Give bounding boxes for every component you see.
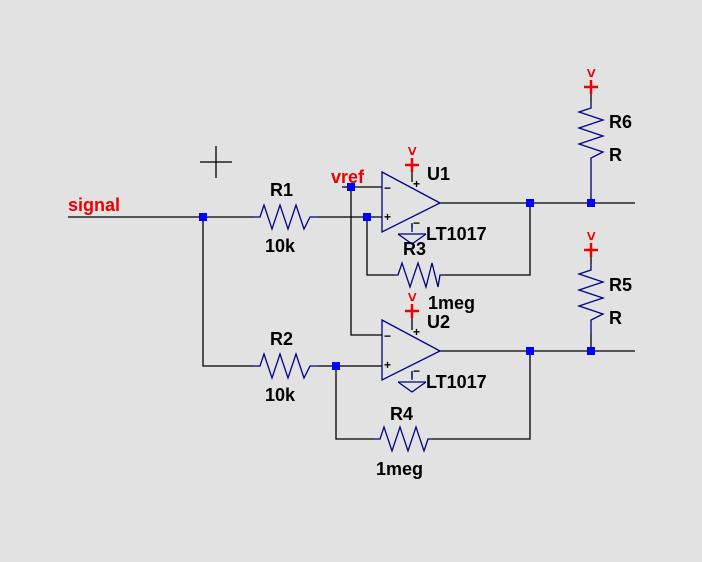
- wire-r4-feedback: [335, 366, 374, 440]
- wire-r3-feedback: [366, 217, 394, 276]
- resistor-r4[interactable]: R4 1meg: [374, 404, 432, 479]
- u1-ref-label: U1: [427, 164, 450, 184]
- resistor-r2[interactable]: R2 10k: [254, 329, 318, 405]
- r5-ref-label: R5: [609, 275, 632, 295]
- junction-dot: [587, 199, 595, 207]
- u2-gnd-symbol: −: [413, 364, 420, 378]
- r3-value-label: 1meg: [428, 293, 475, 313]
- junction-dot: [347, 183, 355, 191]
- junction-dot: [199, 213, 207, 221]
- resistor-r5[interactable]: R5 R: [576, 264, 632, 334]
- u1-gnd-symbol: −: [413, 216, 420, 230]
- opamp-u2[interactable]: − + + − U2 LT1017: [381, 312, 487, 392]
- r6-ref-label: R6: [609, 112, 632, 132]
- wires: [68, 93, 635, 440]
- junction-dot: [332, 362, 340, 370]
- u1-noninverting-symbol: +: [384, 210, 391, 224]
- u2-noninverting-symbol: +: [384, 358, 391, 372]
- r2-ref-label: R2: [270, 329, 293, 349]
- supply-r5-icon: >: [582, 231, 599, 257]
- r1-ref-label: R1: [270, 180, 293, 200]
- u1-part-label: LT1017: [426, 224, 487, 244]
- supply-u2-icon: >: [403, 292, 420, 318]
- r5-value-label: R: [609, 308, 622, 328]
- ground-u2-icon: [397, 381, 427, 393]
- r6-value-label: R: [609, 145, 622, 165]
- r4-value-label: 1meg: [376, 459, 423, 479]
- junction-dot: [526, 347, 534, 355]
- u2-ref-label: U2: [427, 312, 450, 332]
- supply-r6-label: >: [582, 68, 599, 77]
- r1-value-label: 10k: [265, 236, 296, 256]
- u2-part-label: LT1017: [426, 372, 487, 392]
- u1-supply-symbol: +: [413, 177, 420, 191]
- u2-supply-symbol: +: [413, 325, 420, 339]
- r3-ref-label: R3: [403, 239, 426, 259]
- wire-signal-down: [202, 217, 254, 367]
- supply-r6-icon: >: [582, 68, 599, 94]
- supply-u2-label: >: [403, 292, 420, 301]
- net-label-vref[interactable]: vref: [331, 167, 365, 187]
- junction-dot: [526, 199, 534, 207]
- supply-u1-label: >: [403, 146, 420, 155]
- wire-r3-out: [442, 203, 531, 276]
- wire-r4-out: [432, 351, 531, 440]
- ground-u1-icon: [397, 233, 427, 245]
- crosshair-cursor-icon: [200, 146, 232, 178]
- opamp-u1[interactable]: − + + − U1 LT1017: [381, 164, 487, 244]
- wire-vref-down: [350, 187, 382, 336]
- junction-dot: [587, 347, 595, 355]
- junctions: [199, 183, 595, 370]
- net-label-signal[interactable]: signal: [68, 195, 120, 215]
- junction-dot: [363, 213, 371, 221]
- supply-r5-label: >: [582, 231, 599, 240]
- resistor-r3[interactable]: R3 1meg: [394, 239, 475, 313]
- r2-value-label: 10k: [265, 385, 296, 405]
- u1-inverting-symbol: −: [384, 181, 391, 195]
- u2-inverting-symbol: −: [384, 329, 391, 343]
- resistor-r6[interactable]: R6 R: [576, 102, 632, 196]
- r4-ref-label: R4: [390, 404, 413, 424]
- resistor-r1[interactable]: R1 10k: [254, 180, 318, 256]
- supply-u1-icon: >: [403, 146, 420, 172]
